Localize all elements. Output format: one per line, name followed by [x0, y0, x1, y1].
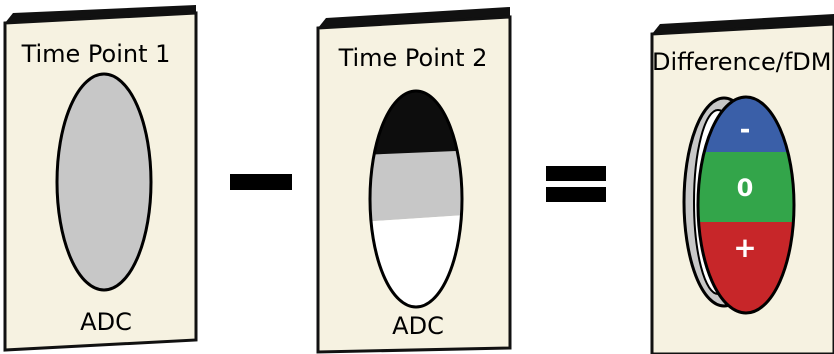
panel-time-point-2: Time Point 2 ADC [316, 7, 512, 354]
band-symbol-zero: 0 [737, 174, 754, 202]
equals-bar-bottom [546, 187, 606, 202]
difference-disc-outline [696, 95, 796, 315]
panel-time-point-1: Time Point 1 ADC [3, 5, 198, 352]
gray-region [370, 150, 462, 222]
panel-title: Time Point 2 [338, 44, 488, 72]
panel-label: ADC [80, 308, 132, 336]
minus-operator [230, 174, 292, 190]
band-zero [698, 152, 794, 222]
band-symbol-negative: - [740, 115, 751, 145]
panel-difference: Difference/fDM - 0 + [650, 14, 834, 354]
panel-title: Difference/fDM [652, 48, 831, 76]
band-symbol-positive: + [733, 231, 756, 264]
panel-title: Time Point 1 [21, 40, 171, 68]
equals-operator [546, 166, 606, 202]
panel-label: ADC [392, 312, 444, 340]
equals-bar-top [546, 166, 606, 181]
region-outline [368, 89, 464, 309]
gray-region-ellipse [55, 72, 153, 292]
